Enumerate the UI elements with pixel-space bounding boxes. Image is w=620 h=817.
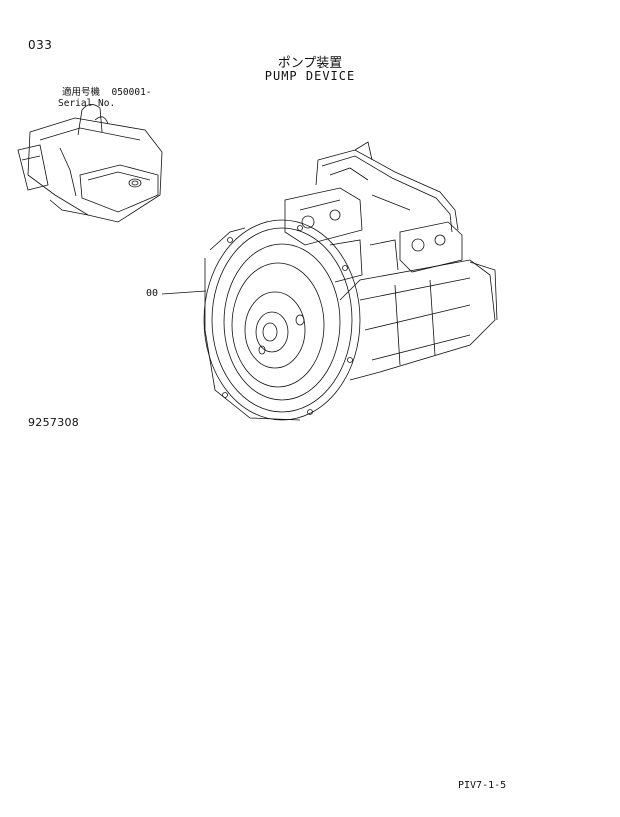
page-code: PIV7-1-5 [458,780,507,791]
callout-leader-line [161,290,207,295]
page-title-japanese: ポンプ装置 [277,56,343,71]
part-callout-label: 00 [146,288,159,299]
applicable-serial-block: 適用号機 050001- [62,88,152,98]
serial-from-value: 050001- [111,87,152,98]
pump-device-drawing [203,141,498,421]
machine-location-thumbnail [17,104,163,223]
applicable-model-label: 適用号機 [62,87,101,98]
page-number: 033 [28,38,53,52]
figure-number: 9257308 [28,416,80,429]
serial-number-label: Serial No. [58,98,116,109]
page-title-english: PUMP DEVICE [264,69,356,83]
